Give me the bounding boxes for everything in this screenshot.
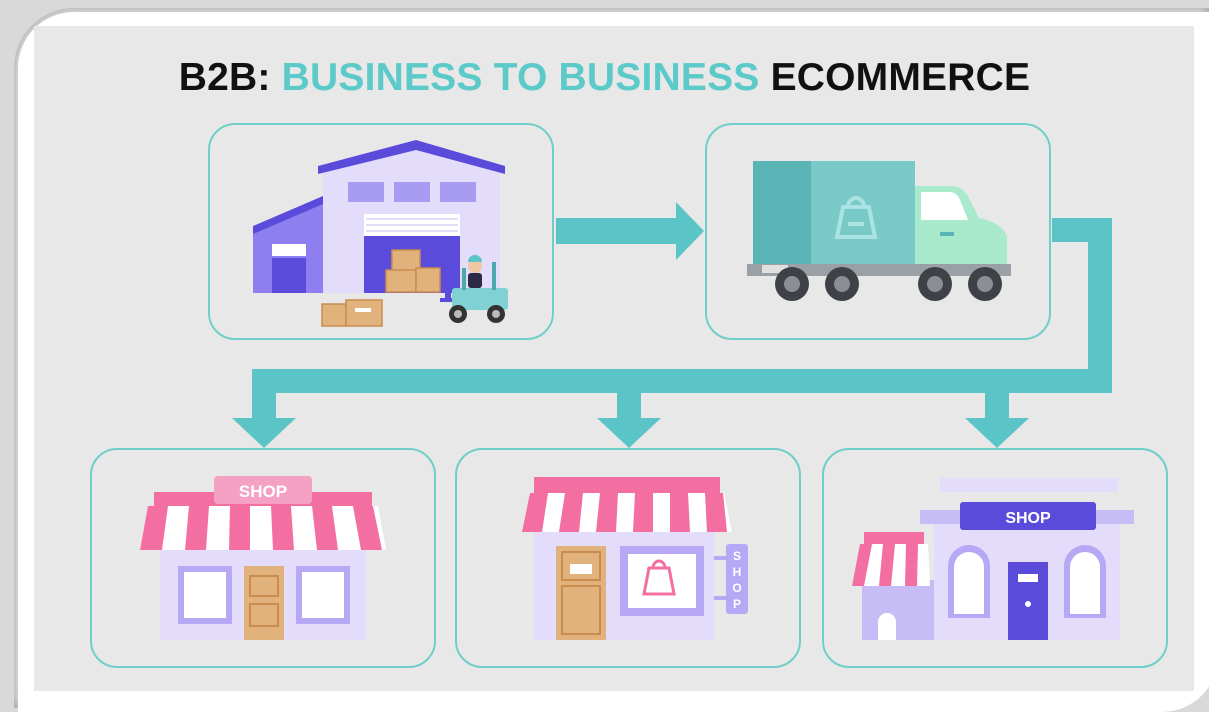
shop-2-sign-letter-1: S (733, 549, 741, 563)
arrow-to-shop-2 (597, 369, 661, 448)
warehouse-icon (253, 140, 508, 327)
shop-icon-3: SHOP (852, 478, 1134, 640)
awning-3 (852, 544, 930, 586)
title-prefix: B2B: (178, 56, 271, 99)
flow-connectors (232, 202, 1112, 448)
title-suffix: ECOMMERCE (770, 56, 1031, 99)
shop-2-sign-letter-4: P (733, 597, 741, 611)
shop-box-2 (455, 448, 801, 668)
delivery-truck-icon (747, 161, 1011, 301)
warehouse-box (208, 123, 554, 340)
shop-icon-1: SHOP (140, 476, 386, 640)
arrow-to-shop-3 (965, 369, 1029, 448)
shop-box-1 (90, 448, 436, 668)
shop-box-3 (822, 448, 1168, 668)
awning-2 (522, 493, 732, 532)
truck-box (705, 123, 1051, 340)
arrow-to-shop-1 (232, 369, 296, 448)
shop-icon-2: S H O P (522, 477, 748, 640)
shop-2-sign-letter-3: O (732, 581, 741, 595)
arrow-warehouse-to-truck (556, 202, 704, 260)
shop-1-sign: SHOP (239, 482, 287, 501)
diagram-title: B2B: BUSINESS TO BUSINESS ECOMMERCE (0, 56, 1209, 100)
shop-2-sign-letter-2: H (733, 565, 742, 579)
awning-1 (140, 506, 386, 550)
title-highlight: BUSINESS TO BUSINESS (281, 56, 760, 99)
connector-truck-down (252, 218, 1112, 393)
shop-3-sign: SHOP (1005, 510, 1051, 527)
